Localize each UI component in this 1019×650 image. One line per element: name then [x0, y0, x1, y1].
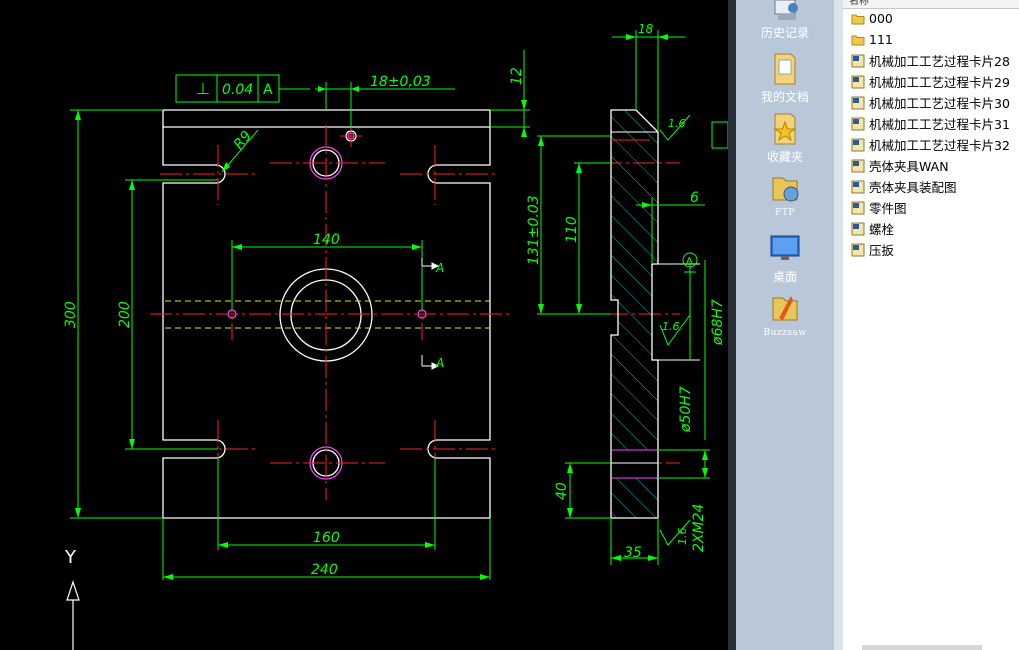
place-favorites[interactable]: 收藏夹	[736, 110, 834, 165]
list-item[interactable]: 机械加工工艺过程卡片31	[851, 113, 1010, 134]
dim-68h7: ø68H7	[710, 299, 726, 346]
dim-140: 140	[313, 232, 340, 248]
dim-200: 200	[117, 301, 133, 328]
list-item[interactable]: 零件图	[851, 197, 907, 218]
dim-roughness-2: 1.6	[662, 320, 680, 333]
list-item[interactable]: 壳体夹具装配图	[851, 176, 957, 197]
file-name: 螺栓	[869, 222, 895, 237]
dim-35: 35	[624, 545, 642, 561]
dim-40: 40	[554, 482, 570, 500]
file-list-gutter	[834, 0, 843, 650]
tolerance-value: 0.04	[222, 82, 253, 98]
tolerance-datum: A	[263, 82, 273, 98]
dim-roughness-3: 1.6	[676, 528, 689, 546]
place-label: 我的文档	[760, 90, 809, 104]
dim-roughness-1: 1.6	[668, 117, 686, 130]
panel-splitter[interactable]	[728, 0, 736, 650]
file-name: 000	[869, 11, 893, 26]
place-label: 收藏夹	[766, 150, 803, 164]
slot-hidden-lines	[165, 300, 490, 329]
dim-12: 12	[509, 67, 525, 85]
place-my-documents[interactable]: 我的文档	[736, 50, 834, 105]
place-buzzsaw[interactable]: Buzzsaw	[736, 290, 834, 338]
list-item[interactable]: 螺栓	[851, 218, 894, 239]
dim-18-tol: 18±0,03	[370, 74, 431, 90]
section-markers	[421, 258, 440, 370]
place-label: Buzzsaw	[763, 328, 807, 338]
file-name: 机械加工工艺过程卡片30	[869, 96, 1010, 111]
file-name: 机械加工工艺过程卡片31	[869, 117, 1010, 132]
file-name: 压扳	[869, 243, 895, 258]
file-name: 机械加工工艺过程卡片29	[869, 75, 1010, 90]
file-name: 机械加工工艺过程卡片32	[869, 138, 1010, 153]
horizontal-scrollbar[interactable]	[862, 645, 982, 650]
section-label-bottom: A	[435, 356, 444, 370]
file-name: 111	[869, 32, 893, 47]
folder-icon	[851, 35, 865, 45]
datum-a-label: A	[686, 256, 693, 267]
list-item[interactable]: 机械加工工艺过程卡片32	[851, 134, 1010, 155]
dwg-file-icon	[851, 222, 865, 235]
my-documents-icon	[769, 50, 801, 86]
dimension-arrows	[75, 86, 527, 580]
file-name: 零件图	[869, 201, 907, 216]
dwg-file-icon	[851, 180, 865, 193]
list-item[interactable]: 机械加工工艺过程卡片28	[851, 50, 1010, 71]
dim-r9: R9	[231, 128, 255, 153]
place-history[interactable]: 历史记录	[736, 0, 834, 41]
list-item[interactable]: 机械加工工艺过程卡片30	[851, 92, 1010, 113]
file-name: 壳体夹具装配图	[869, 180, 957, 195]
list-item[interactable]: 压扳	[851, 239, 894, 260]
favorites-icon	[769, 110, 801, 146]
places-bar: 历史记录 我的文档 收藏夹 FTP 桌面 Buzzsaw	[736, 0, 835, 650]
dwg-file-icon	[851, 54, 865, 67]
ftp-icon	[769, 170, 801, 206]
dim-300: 300	[63, 301, 79, 328]
place-label: FTP	[775, 208, 795, 218]
dwg-file-icon	[851, 243, 865, 256]
place-label: 历史记录	[760, 26, 809, 40]
dwg-file-icon	[851, 117, 865, 130]
desktop-icon	[769, 232, 801, 266]
list-item[interactable]: 111	[851, 29, 893, 50]
section-view	[610, 109, 700, 519]
dwg-file-icon	[851, 201, 865, 214]
file-list[interactable]: 名称 000 111 机械加工工艺过程卡片28 机械加工工艺过程卡片29 机械加…	[843, 0, 1019, 650]
section-arrows	[538, 34, 708, 561]
ucs-y-label: Y	[64, 547, 77, 568]
list-item[interactable]: 000	[851, 8, 893, 29]
file-list-header[interactable]: 名称	[843, 0, 1019, 9]
list-item[interactable]: 机械加工工艺过程卡片29	[851, 71, 1010, 92]
dimension-lines	[70, 50, 530, 580]
dim-160: 160	[313, 530, 340, 546]
dim-2xm24: 2XM24	[691, 504, 707, 552]
ucs-icon	[66, 580, 80, 650]
perpendicularity-symbol: ⊥	[196, 79, 210, 98]
place-label: 桌面	[772, 270, 797, 284]
center-lines	[150, 125, 680, 500]
folder-icon	[851, 14, 865, 24]
buzzsaw-icon	[769, 290, 801, 326]
cad-drawing: ⊥ 0.04 A 18±0,03 12 R9 300 200 140 160 2…	[63, 22, 728, 650]
dwg-file-icon	[851, 75, 865, 88]
dwg-file-icon	[851, 159, 865, 172]
file-name: 机械加工工艺过程卡片28	[869, 54, 1010, 69]
dim-131: 131±0.03	[526, 195, 542, 265]
dim-50h7: ø50H7	[678, 386, 694, 433]
cad-drawing-canvas[interactable]: ⊥ 0.04 A 18±0,03 12 R9 300 200 140 160 2…	[0, 0, 728, 650]
dim-240: 240	[311, 562, 338, 578]
place-ftp[interactable]: FTP	[736, 170, 834, 218]
dim-110: 110	[564, 216, 580, 243]
list-item[interactable]: 壳体夹具WAN	[851, 155, 949, 176]
dim-18-top: 18	[638, 22, 654, 36]
place-desktop[interactable]: 桌面	[736, 232, 834, 285]
section-label-top: A	[435, 261, 444, 275]
dwg-file-icon	[851, 96, 865, 109]
dwg-file-icon	[851, 138, 865, 151]
dim-6: 6	[690, 190, 699, 206]
history-icon	[769, 0, 801, 22]
bolt-holes-magenta	[227, 132, 427, 480]
file-name: 壳体夹具WAN	[869, 159, 949, 174]
